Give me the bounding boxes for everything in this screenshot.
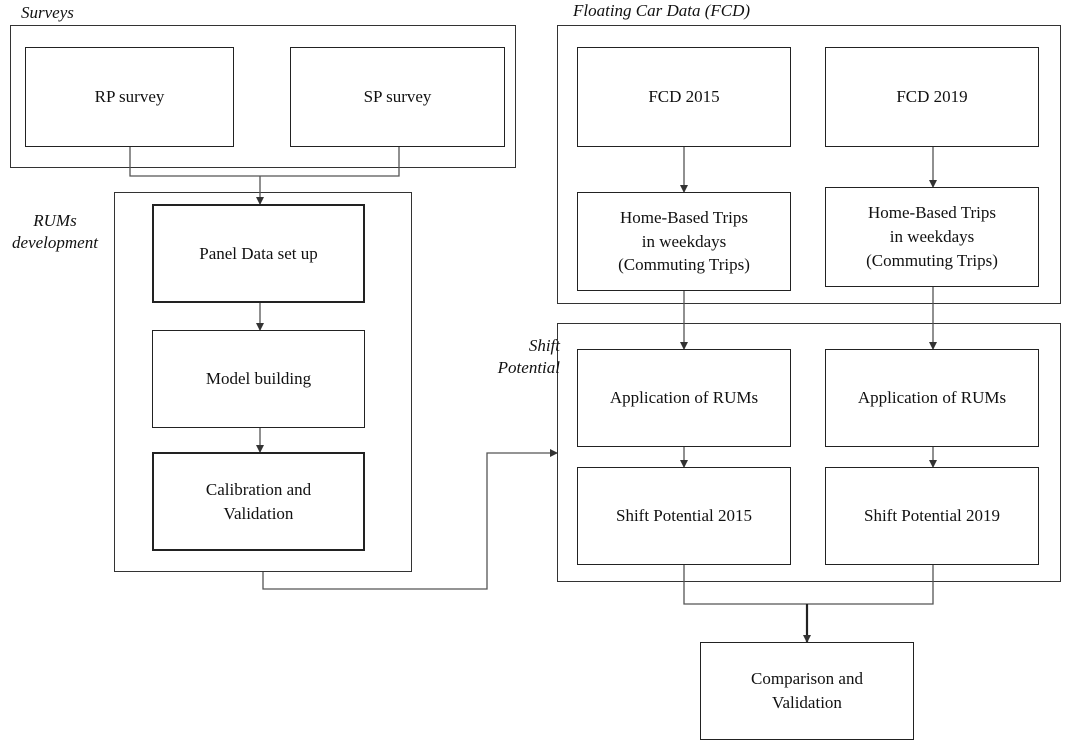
model-building-box: Model building — [152, 330, 365, 428]
application-of-rums-2015-box: Application of RUMs — [577, 349, 791, 447]
home-based-trips-2019-box: Home-Based Trips in weekdays (Commuting … — [825, 187, 1039, 287]
sp-survey-box: SP survey — [290, 47, 505, 147]
surveys-group-label: Surveys — [21, 3, 74, 22]
home-based-trips-2015-box: Home-Based Trips in weekdays (Commuting … — [577, 192, 791, 291]
rp-survey-box: RP survey — [25, 47, 234, 147]
calibration-validation-box: Calibration and Validation — [152, 452, 365, 551]
shift-potential-group-label: Shift Potential — [497, 336, 560, 378]
application-of-rums-2019-box: Application of RUMs — [825, 349, 1039, 447]
panel-data-box: Panel Data set up — [152, 204, 365, 303]
fcd-group-label: Floating Car Data (FCD) — [573, 1, 751, 20]
fcd-2019-box: FCD 2019 — [825, 47, 1039, 147]
shift-potential-2019-box: Shift Potential 2019 — [825, 467, 1039, 565]
rums-development-group-label: RUMs development — [12, 211, 98, 253]
fcd-group — [557, 25, 1061, 304]
shift-potential-2015-box: Shift Potential 2015 — [577, 467, 791, 565]
fcd-2015-box: FCD 2015 — [577, 47, 791, 147]
comparison-validation-box: Comparison and Validation — [700, 642, 914, 740]
